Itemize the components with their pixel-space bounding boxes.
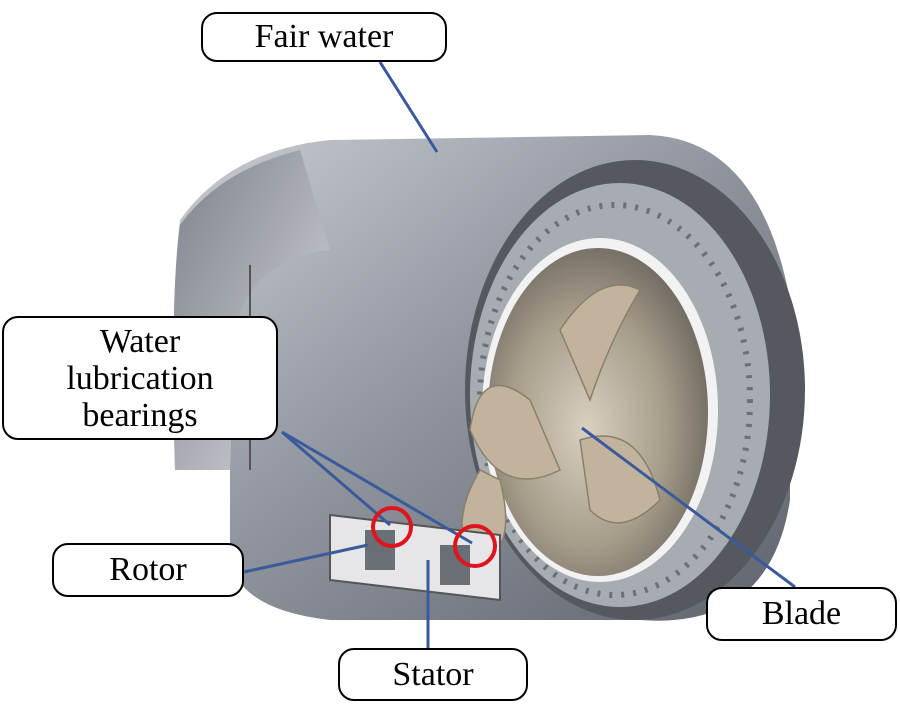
highlight-circles bbox=[371, 506, 497, 568]
bearing-highlight-1 bbox=[371, 506, 413, 548]
rotor-text: Rotor bbox=[109, 551, 187, 588]
rotor-label: Rotor bbox=[52, 543, 244, 597]
blade-leader bbox=[581, 426, 796, 589]
blades bbox=[461, 284, 661, 561]
leader-lines bbox=[243, 61, 796, 648]
bearing-highlight-2 bbox=[453, 524, 497, 568]
stator-label: Stator bbox=[338, 648, 528, 701]
blade-text: Blade bbox=[761, 595, 842, 632]
bearings-text-line2: lubrication bbox=[66, 359, 214, 397]
outer-ring bbox=[465, 160, 805, 620]
blade-label: Blade bbox=[706, 587, 897, 641]
bearings-text-line1: Water bbox=[99, 322, 181, 360]
fair-water-leader bbox=[378, 61, 439, 153]
rotor-leader bbox=[243, 543, 369, 574]
fair-water-label: Fair water bbox=[201, 12, 447, 62]
fair-water-text: Fair water bbox=[254, 18, 394, 55]
water-lubrication-bearings-label: Water lubrication bearings bbox=[2, 316, 278, 440]
bearing-leader-1 bbox=[281, 430, 391, 527]
bearing-leader-2 bbox=[281, 430, 473, 545]
bearings-text-line3: bearings bbox=[82, 396, 198, 434]
stator-text: Stator bbox=[392, 655, 474, 693]
